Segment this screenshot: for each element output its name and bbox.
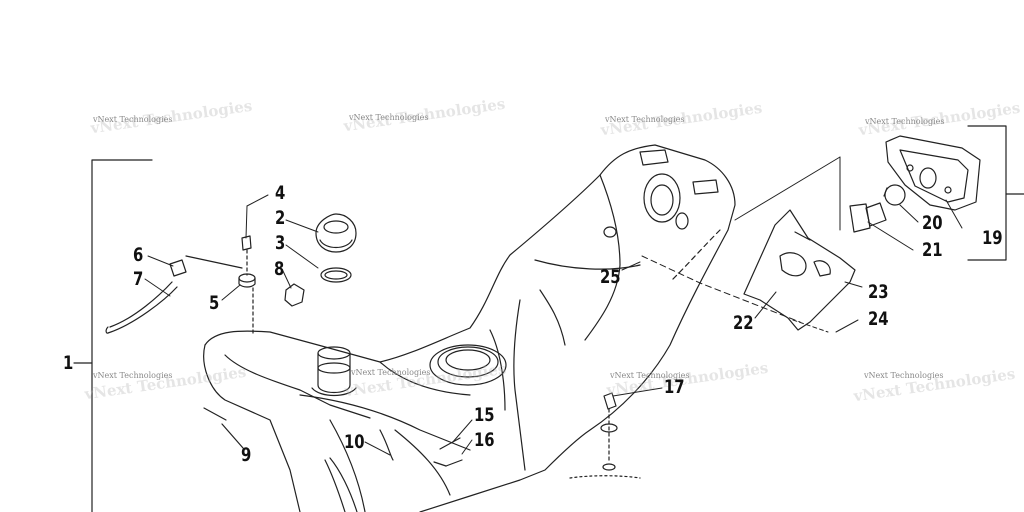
leader-lines: [144, 156, 963, 456]
watermark: vNext Technologies: [93, 115, 173, 124]
callout-25: 25: [600, 266, 621, 288]
callout-19: 19: [982, 227, 1003, 249]
rollover-valve: [238, 235, 256, 337]
callout-2: 2: [275, 207, 286, 229]
callout-1: 1: [63, 352, 74, 374]
watermark: vNext Technologies: [864, 371, 944, 380]
callout-7: 7: [133, 268, 144, 290]
callout-3: 3: [275, 232, 286, 254]
plug: [284, 283, 305, 307]
gasket: [320, 267, 352, 283]
callout-10: 10: [344, 431, 365, 453]
callout-17: 17: [664, 376, 685, 398]
tank-bolts: [433, 437, 463, 467]
watermark: vNext Technologies: [351, 368, 431, 377]
assembly-bracket-left: [73, 159, 153, 512]
callout-15: 15: [474, 404, 495, 426]
watermark: vNext Technologies: [349, 113, 429, 122]
hose-clip: [203, 407, 244, 449]
watermark: vNext Technologies: [610, 371, 690, 380]
callout-23: 23: [868, 281, 889, 303]
lamp-socket: [849, 184, 906, 233]
callout-5: 5: [209, 292, 220, 314]
watermark: vNext Technologies: [865, 117, 945, 126]
watermark: vNext Technologies: [93, 371, 173, 380]
assembly-bracket-right: [967, 125, 1024, 261]
callout-24: 24: [868, 308, 889, 330]
callout-22: 22: [733, 312, 754, 334]
callout-21: 21: [922, 239, 943, 261]
callout-6: 6: [133, 244, 144, 266]
taillight-bracket: [743, 209, 856, 331]
taillight-housing: [885, 135, 981, 211]
filler-neck: [311, 346, 357, 397]
strap: [324, 429, 394, 512]
mount-bolt: [569, 392, 641, 479]
callout-4: 4: [275, 182, 286, 204]
callout-20: 20: [922, 212, 943, 234]
vent-hose: [105, 255, 243, 334]
gas-cap: [315, 213, 357, 253]
callout-8: 8: [274, 258, 285, 280]
callout-16: 16: [474, 429, 495, 451]
watermark: vNext Technologies: [605, 115, 685, 124]
fuel-tank: [203, 144, 736, 512]
callout-9: 9: [241, 444, 252, 466]
